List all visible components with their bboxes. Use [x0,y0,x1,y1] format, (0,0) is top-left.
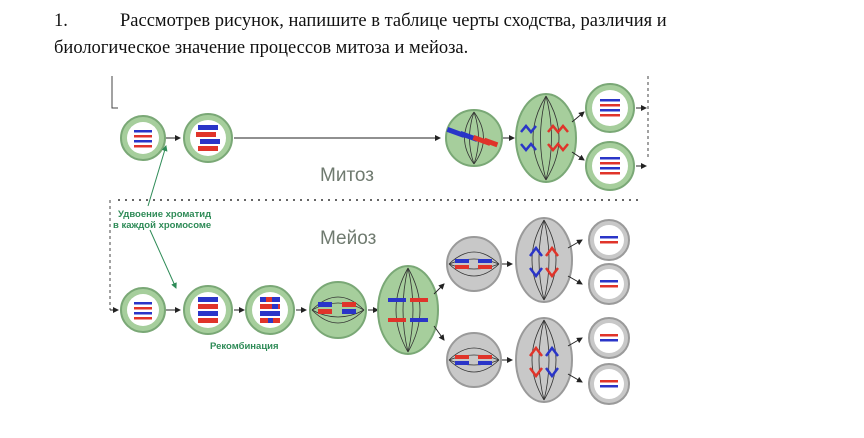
meiosis-cell-duplicated [183,285,233,335]
mitosis-cell-metaphase [445,109,503,167]
duplication-label-2: в каждой хромосоме [113,220,211,231]
mitosis-daughter-cell-1 [585,83,635,133]
meiosis-gamete-1 [588,219,630,261]
figure-frame [109,76,649,310]
meiosis-label: Мейоз [320,228,376,249]
mitosis-cell-interphase [120,115,166,161]
mitosis-daughter-cell-2 [585,141,635,191]
task-line-2: биологическое значение процессов митоза … [54,38,469,58]
task-line-1: Рассмотрев рисунок, напишите в таблице ч… [120,11,667,31]
meiosis-gamete-3 [588,317,630,359]
mitosis-row: Митоз [120,83,647,191]
recombination-label: Рекомбинация [210,341,279,352]
meiosis-cell-anaphase-1 [377,265,439,355]
meiosis-cell-metaphase-2-top [446,236,502,292]
task-number: 1. [54,11,68,31]
meiosis-row: Мейоз [110,217,630,405]
meiosis-cell-recombination [245,285,295,335]
meiosis-cell-anaphase-2-bottom [515,317,573,403]
duplication-label-1: Удвоение хроматид [118,209,211,220]
meiosis-gamete-2 [588,263,630,305]
meiosis-cell-metaphase-2-bottom [446,332,502,388]
meiosis-cell-metaphase-1 [309,281,367,339]
mitosis-cell-anaphase [515,93,577,183]
duplication-annotation: Удвоение хроматид в каждой хромосоме [113,145,211,289]
task-text: 1. Рассмотрев рисунок, напишите в таблице… [54,8,844,62]
meiosis-cell-anaphase-2-top [515,217,573,303]
mitosis-label: Митоз [320,165,374,186]
mitosis-cell-duplicated [183,113,233,163]
meiosis-cell-interphase [120,287,166,333]
meiosis-gamete-4 [588,363,630,405]
